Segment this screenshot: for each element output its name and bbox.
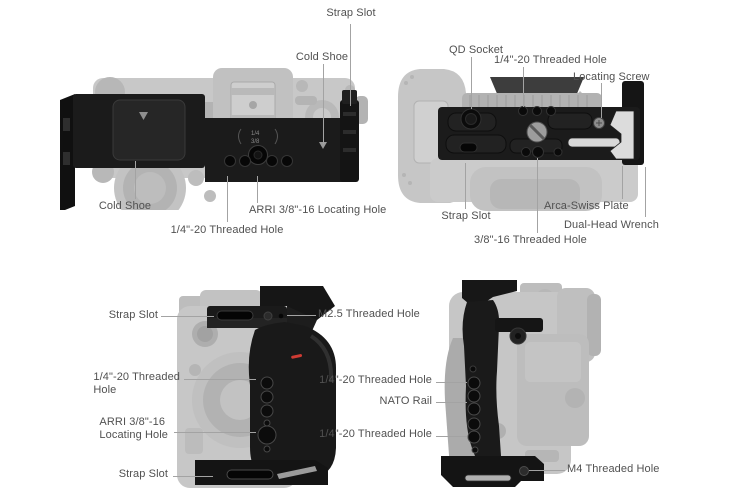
- label-arca-swiss-plate: Arca-Swiss Plate: [544, 200, 629, 212]
- label-quarter-20-top-view: 1/4"-20 Threaded Hole: [170, 224, 284, 236]
- leader-quarter-20-side-top: [436, 382, 467, 383]
- svg-text:3/8: 3/8: [251, 139, 260, 145]
- leader-cold-shoe-top: [323, 64, 324, 144]
- leader-quarter-20-front: [184, 379, 256, 380]
- label-cold-shoe-bottom: Cold Shoe: [98, 200, 152, 212]
- label-dual-head-wrench: Dual-Head Wrench: [564, 219, 659, 231]
- leader-locating-screw: [601, 83, 602, 118]
- top-view-illustration: 1/4 3/8: [60, 68, 368, 210]
- label-m4-hole: M4 Threaded Hole: [567, 463, 660, 475]
- leader-strap-slot-front-top: [161, 316, 214, 317]
- label-quarter-20-bottom-view: 1/4"-20 Threaded Hole: [494, 54, 607, 66]
- leader-three-eighth-hole: [537, 158, 538, 233]
- leader-strap-slot-top-view: [350, 24, 351, 106]
- leader-strap-slot-front-bottom: [173, 476, 213, 477]
- label-quarter-20-side-top: 1/4"-20 Threaded Hole: [319, 374, 432, 386]
- bottom-view-illustration: [398, 69, 644, 211]
- leader-m4-hole: [529, 470, 565, 471]
- leader-quarter-20-bottom-view: [523, 67, 524, 107]
- label-quarter-20-side-bottom: 1/4"-20 Threaded Hole: [319, 428, 432, 440]
- leader-cold-shoe-bottom: [135, 161, 136, 199]
- leader-arca-swiss-plate: [622, 166, 623, 199]
- label-m25-hole: M2.5 Threaded Hole: [318, 308, 420, 320]
- label-arri-locating-hole-front: ARRI 3/8"-16 Locating Hole: [99, 416, 168, 441]
- leader-qd-socket: [471, 57, 472, 109]
- leader-arri-locating-hole-front: [174, 432, 256, 433]
- svg-text:1/4: 1/4: [251, 131, 260, 137]
- leader-nato-rail: [436, 402, 467, 403]
- front-view-illustration: [177, 286, 336, 488]
- label-strap-slot-bottom-view: Strap Slot: [441, 210, 491, 222]
- label-strap-slot-front-bottom: Strap Slot: [118, 468, 168, 480]
- side-view-illustration: [441, 280, 601, 487]
- leader-dual-head-wrench: [645, 167, 646, 217]
- leader-quarter-20-top-view: [227, 176, 228, 222]
- label-nato-rail: NATO Rail: [379, 395, 432, 407]
- label-quarter-20-front: 1/4"-20 Threaded Hole: [93, 371, 180, 396]
- leader-strap-slot-bottom-view: [465, 163, 466, 209]
- label-three-eighth-hole: 3/8"-16 Threaded Hole: [474, 234, 587, 246]
- leader-arri-locating-hole-top-view: [257, 176, 258, 203]
- label-qd-socket: QD Socket: [449, 44, 504, 56]
- label-cold-shoe-top: Cold Shoe: [295, 51, 349, 63]
- label-strap-slot-front-top: Strap Slot: [108, 309, 158, 321]
- label-arri-locating-hole-top-view: ARRI 3/8"-16 Locating Hole: [249, 204, 387, 216]
- label-locating-screw: Locating Screw: [573, 71, 650, 83]
- leader-quarter-20-side-bottom: [436, 436, 467, 437]
- leader-m25-hole: [287, 315, 316, 316]
- label-strap-slot-top-view: Strap Slot: [326, 7, 376, 19]
